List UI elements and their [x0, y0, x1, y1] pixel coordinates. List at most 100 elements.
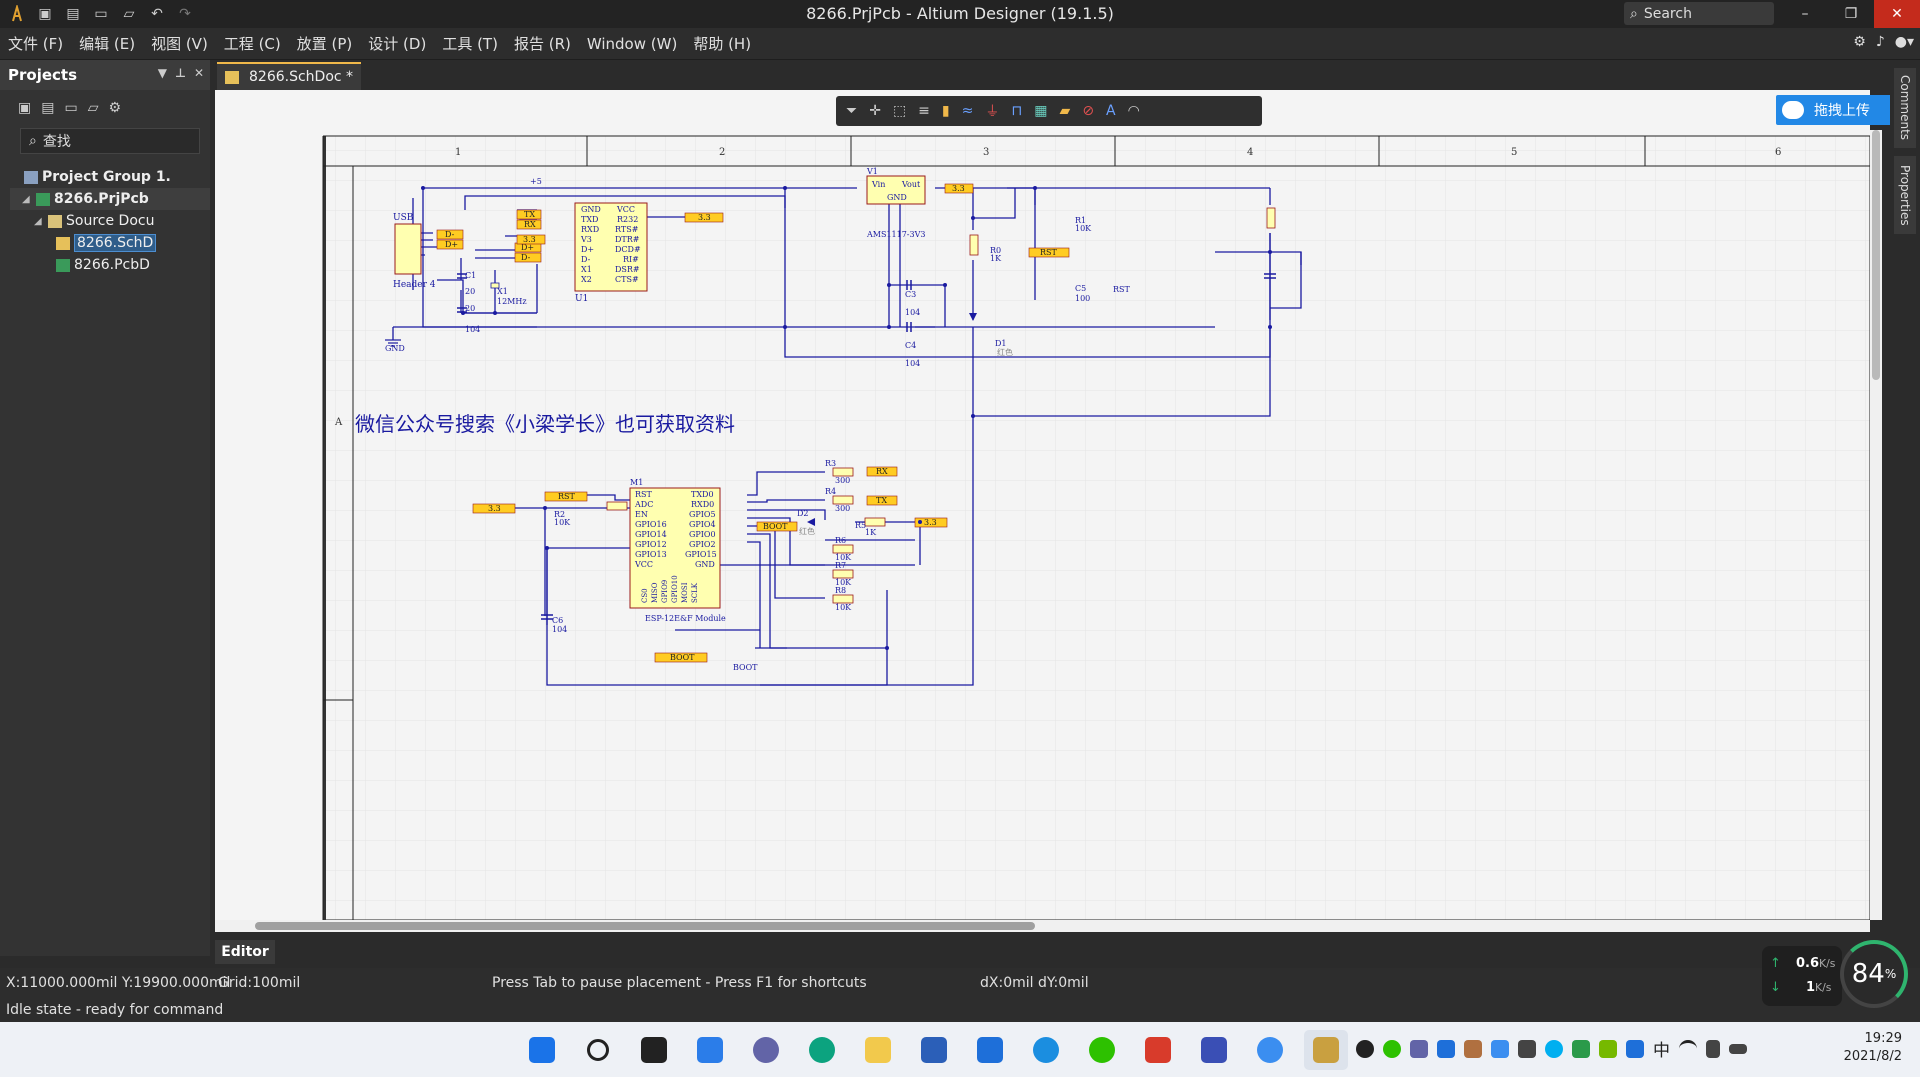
save-icon[interactable]: ▣ — [38, 6, 52, 22]
teams-tray-icon[interactable] — [1410, 1039, 1428, 1058]
teams-chat-icon[interactable] — [744, 1030, 788, 1070]
menu-help[interactable]: 帮助 (H) — [693, 34, 752, 53]
align-icon[interactable]: ≡ — [918, 103, 930, 119]
undo-icon[interactable]: ↶ — [151, 6, 163, 22]
security-icon[interactable] — [1572, 1039, 1590, 1058]
mail-icon[interactable] — [968, 1030, 1012, 1070]
port-icon[interactable]: ▰ — [1059, 103, 1071, 119]
editor-tab[interactable]: Editor — [215, 940, 275, 964]
tree-item-source-folder[interactable]: ◢ Source Docu — [34, 213, 155, 229]
clock-date: 2021/8/2 — [1843, 1049, 1902, 1064]
svg-text:1K: 1K — [990, 254, 1002, 263]
menu-window[interactable]: Window (W) — [586, 34, 678, 53]
harness-icon[interactable]: ▦ — [1034, 103, 1048, 119]
menu-tools[interactable]: 工具 (T) — [442, 34, 498, 53]
widgets-icon[interactable] — [688, 1030, 732, 1070]
altium-taskbar-icon[interactable] — [1304, 1030, 1348, 1070]
skype-icon[interactable] — [1545, 1039, 1563, 1058]
visio-icon[interactable] — [1192, 1030, 1236, 1070]
open-project-icon[interactable]: ▱ — [123, 6, 135, 22]
volume-icon[interactable] — [1706, 1039, 1720, 1058]
panel-menu-icon[interactable]: ▼ — [157, 66, 167, 80]
menu-view[interactable]: 视图 (V) — [151, 34, 208, 53]
schematic-canvas[interactable]: 1 2 3 4 5 6 A — [215, 90, 1870, 920]
tree-item-project[interactable]: ◢ 8266.PrjPcb — [10, 188, 210, 210]
battery-icon[interactable] — [1729, 1043, 1747, 1054]
netdisk-tray-icon[interactable] — [1491, 1039, 1509, 1058]
pcb-project-icon — [36, 192, 50, 206]
tree-item-project-group[interactable]: Project Group 1. — [10, 166, 210, 188]
user-icon[interactable]: ●▾ — [1894, 34, 1914, 50]
upload-widget[interactable]: 拖拽上传 — [1776, 95, 1904, 125]
net-label-dminus — [436, 229, 464, 240]
close-button[interactable]: ✕ — [1874, 0, 1920, 28]
open-project-folder-icon[interactable]: ▱ — [87, 100, 99, 116]
minimize-button[interactable]: – — [1801, 6, 1809, 22]
svg-text:104: 104 — [905, 359, 920, 368]
save-all-icon[interactable]: ▤ — [66, 6, 80, 22]
horizontal-scrollbar[interactable] — [215, 920, 1870, 932]
open-folder-icon[interactable]: ▭ — [94, 6, 108, 22]
select-icon[interactable]: ⬚ — [892, 103, 907, 119]
horizontal-scroll-thumb[interactable] — [255, 922, 1035, 930]
wifi-icon[interactable] — [1679, 1039, 1697, 1058]
gear-icon[interactable]: ⚙ — [1853, 34, 1866, 50]
menu-reports[interactable]: 报告 (R) — [513, 34, 571, 53]
pin-icon[interactable]: ⊥ — [174, 66, 186, 80]
part-icon[interactable]: ▮ — [941, 103, 950, 119]
open-doc-icon[interactable]: ▭ — [64, 100, 78, 116]
search-box[interactable]: ⌕ Search — [1624, 2, 1774, 25]
vertical-scrollbar[interactable] — [1870, 130, 1882, 920]
wechat-tray-icon[interactable] — [1383, 1039, 1401, 1058]
microsoft-store-icon[interactable] — [912, 1030, 956, 1070]
tab-properties[interactable]: Properties — [1894, 156, 1916, 234]
redo-icon[interactable]: ↷ — [179, 6, 191, 22]
baidu-netdisk-icon[interactable] — [1248, 1030, 1292, 1070]
nvidia-icon[interactable] — [1599, 1039, 1617, 1058]
tab-8266-schdoc[interactable]: 8266.SchDoc * — [217, 62, 362, 90]
shield-icon[interactable] — [1437, 1039, 1455, 1058]
menu-edit[interactable]: 编辑 (E) — [79, 34, 136, 53]
taskbar-search-icon[interactable] — [576, 1030, 620, 1070]
tree-item-pcbdoc[interactable]: 8266.PcbD — [10, 254, 210, 276]
menu-file[interactable]: 文件 (F) — [8, 34, 64, 53]
file-explorer-icon[interactable] — [856, 1030, 900, 1070]
vertical-scroll-thumb[interactable] — [1872, 130, 1880, 380]
restore-button[interactable]: ❐ — [1844, 6, 1858, 22]
project-search-input[interactable]: ⌕ 查找 — [20, 128, 200, 154]
net-label-3v3-vcc — [684, 212, 724, 223]
wps-icon[interactable] — [1136, 1030, 1180, 1070]
task-view-icon[interactable] — [632, 1030, 676, 1070]
bell-icon[interactable]: ♪ — [1875, 34, 1885, 50]
wechat-icon[interactable] — [1080, 1030, 1124, 1070]
schematic-svg[interactable]: 1 2 3 4 5 6 A — [215, 90, 1870, 920]
panel-close-icon[interactable]: ✕ — [193, 66, 204, 80]
settings-icon[interactable]: ⚙ — [108, 100, 122, 116]
taskbar-clock[interactable]: 19:29 2021/8/2 — [1844, 1030, 1902, 1066]
qq-icon[interactable] — [1356, 1039, 1374, 1058]
menu-design[interactable]: 设计 (D) — [368, 34, 427, 53]
filter-icon[interactable]: ⏷ — [846, 103, 858, 119]
text-icon[interactable]: A — [1106, 103, 1116, 119]
collapse-icon[interactable]: ◢ — [34, 215, 42, 227]
wire-icon[interactable]: ≈ — [961, 103, 974, 119]
move-icon[interactable]: ✛ — [869, 103, 881, 119]
bluetooth-icon[interactable] — [1626, 1039, 1644, 1058]
collapse-icon[interactable]: ◢ — [22, 193, 30, 205]
edge-browser-icon[interactable] — [800, 1030, 844, 1070]
save-project-icon[interactable]: ▣ — [18, 100, 32, 116]
tree-item-schdoc[interactable]: 8266.SchD — [10, 232, 210, 254]
browser-icon[interactable] — [1024, 1030, 1068, 1070]
tab-comments[interactable]: Comments — [1894, 68, 1916, 148]
pen-icon[interactable] — [1518, 1039, 1536, 1058]
directive-icon[interactable]: ⊘ — [1082, 103, 1095, 119]
start-button[interactable] — [520, 1030, 564, 1070]
bus-icon[interactable]: ⊓ — [1011, 103, 1023, 119]
bear-icon[interactable] — [1464, 1039, 1482, 1058]
menu-project[interactable]: 工程 (C) — [223, 34, 281, 53]
save-all-project-icon[interactable]: ▤ — [41, 100, 55, 116]
arc-icon[interactable]: ◠ — [1127, 103, 1140, 119]
ime-indicator[interactable]: 中 — [1653, 1041, 1670, 1061]
power-port-icon[interactable]: ⏚ — [985, 104, 1000, 120]
menu-place[interactable]: 放置 (P) — [296, 34, 353, 53]
